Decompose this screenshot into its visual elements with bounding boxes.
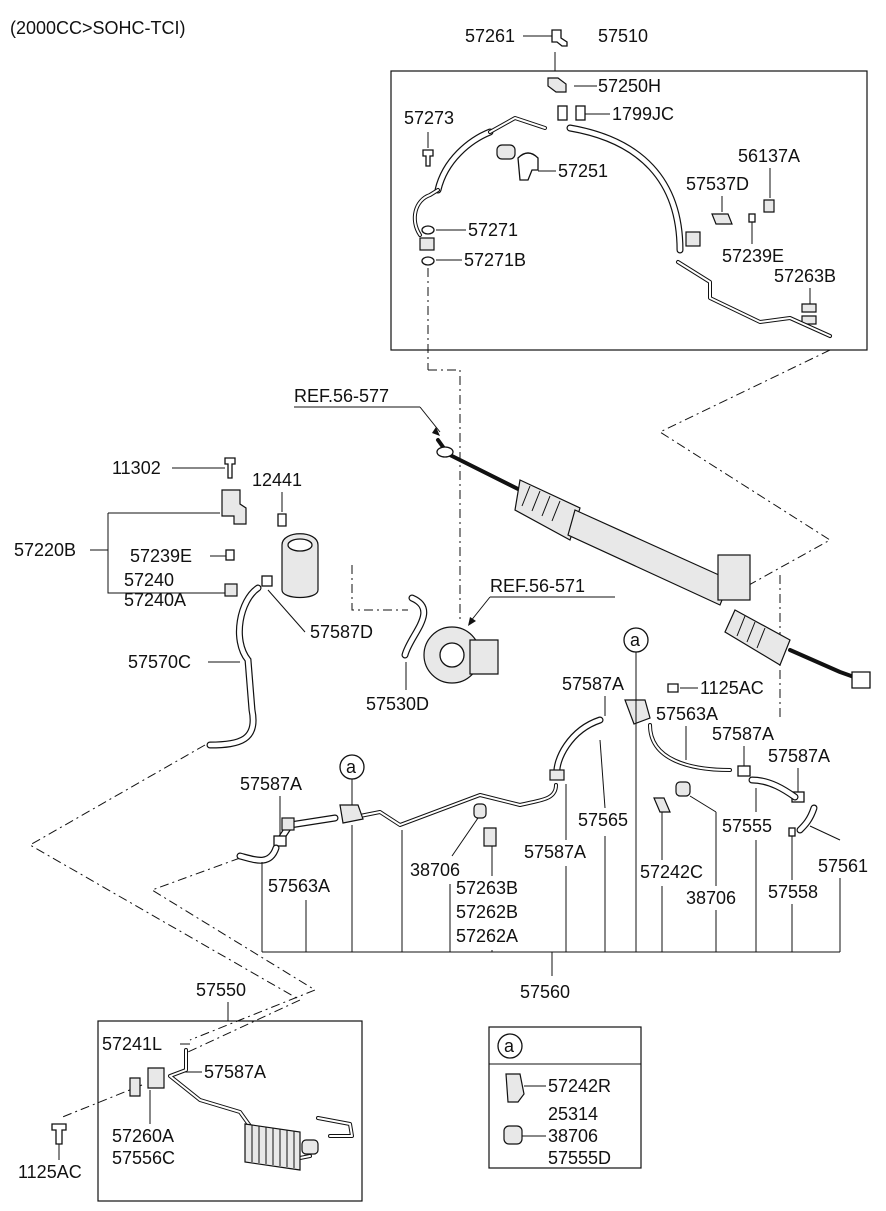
tie-rod-left bbox=[436, 438, 522, 492]
label-57563A-2: 57563A bbox=[268, 876, 330, 896]
label-1125AC-1: 1125AC bbox=[700, 678, 764, 698]
label-57251: 57251 bbox=[558, 161, 608, 181]
label-57537D: 57537D bbox=[686, 174, 749, 194]
pressure-pipe-assembly-box bbox=[390, 70, 868, 351]
nut-56137A bbox=[763, 199, 775, 213]
label-57271B: 57271B bbox=[464, 250, 526, 270]
label-57273: 57273 bbox=[404, 108, 454, 128]
label-38706-2: 38706 bbox=[410, 860, 460, 880]
label-56137A: 56137A bbox=[738, 146, 800, 166]
label-57250H: 57250H bbox=[598, 76, 661, 96]
label-57263B-mid: 57263B bbox=[456, 878, 518, 898]
label-1799JC: 1799JC bbox=[612, 104, 674, 124]
clip-57261 bbox=[551, 29, 568, 47]
clamp-57251 bbox=[517, 152, 539, 181]
label-57242R: 57242R bbox=[548, 1076, 611, 1096]
boot-right bbox=[724, 609, 791, 666]
detail-a-label: a bbox=[504, 1036, 515, 1056]
label-57271: 57271 bbox=[468, 220, 518, 240]
cap-57239E bbox=[225, 549, 235, 561]
ref-circle-a-2-label: a bbox=[346, 757, 357, 777]
clamp-57263B bbox=[801, 303, 817, 325]
oil-cooler-box bbox=[97, 1020, 363, 1202]
bracket-57242R bbox=[505, 1073, 525, 1103]
bracket-a-2 bbox=[339, 804, 364, 824]
label-57262A: 57262A bbox=[456, 926, 518, 946]
label-57239E-top: 57239E bbox=[722, 246, 784, 266]
valve-body bbox=[717, 554, 751, 601]
ref-circle-a-1-label: a bbox=[630, 630, 641, 650]
label-57565: 57565 bbox=[578, 810, 628, 830]
detail-a-circle bbox=[497, 1033, 523, 1059]
boot-left bbox=[514, 479, 581, 541]
label-57530D: 57530D bbox=[366, 694, 429, 714]
label-57587A-6: 57587A bbox=[204, 1062, 266, 1082]
oring-57271 bbox=[421, 225, 435, 235]
label-57240A: 57240A bbox=[124, 590, 186, 610]
label-57260A: 57260A bbox=[112, 1126, 174, 1146]
label-57587A-1: 57587A bbox=[562, 674, 624, 694]
label-38706-3: 38706 bbox=[548, 1126, 598, 1146]
bolt-1125AC-2 bbox=[51, 1123, 67, 1145]
label-57587A-5: 57587A bbox=[240, 774, 302, 794]
grommet-57240 bbox=[224, 583, 238, 597]
bolt-11302 bbox=[224, 457, 236, 479]
bracket-57242C bbox=[653, 797, 671, 813]
engine-spec-header: (2000CC>SOHC-TCI) bbox=[10, 18, 186, 38]
label-57240: 57240 bbox=[124, 570, 174, 590]
tie-rod-end-right bbox=[851, 671, 871, 689]
bolt-12441 bbox=[277, 513, 287, 527]
clamp-57263B-mid bbox=[483, 827, 497, 847]
label-38706-1: 38706 bbox=[686, 888, 736, 908]
label-57561: 57561 bbox=[818, 856, 868, 876]
label-57239E-mid: 57239E bbox=[130, 546, 192, 566]
bolt-57273 bbox=[422, 149, 434, 167]
bracket-57537D bbox=[711, 213, 733, 225]
bracket-57220B bbox=[221, 489, 247, 525]
clamp-57260A bbox=[147, 1067, 165, 1089]
label-12441: 12441 bbox=[252, 470, 302, 490]
grommet-38706-right bbox=[675, 781, 691, 797]
oring-57271B bbox=[421, 256, 435, 266]
label-57563A-1: 57563A bbox=[656, 704, 718, 724]
label-57242C: 57242C bbox=[640, 862, 703, 882]
label-57261: 57261 bbox=[465, 26, 515, 46]
label-57555: 57555 bbox=[722, 816, 772, 836]
bracket-a-1 bbox=[624, 699, 651, 725]
label-1125AC-2: 1125AC bbox=[18, 1162, 82, 1182]
pressure-hose-left bbox=[434, 128, 494, 194]
label-57558: 57558 bbox=[768, 882, 818, 902]
label-57262B: 57262B bbox=[456, 902, 518, 922]
label-57510: 57510 bbox=[598, 26, 648, 46]
label-57587D: 57587D bbox=[310, 622, 373, 642]
label-57263B-top: 57263B bbox=[774, 266, 836, 286]
grommet-38706-detail bbox=[503, 1125, 523, 1145]
label-ref-56-571: REF.56-571 bbox=[490, 576, 585, 596]
label-11302: 11302 bbox=[112, 458, 161, 478]
label-57241L: 57241L bbox=[102, 1034, 162, 1054]
label-57550: 57550 bbox=[196, 980, 246, 1000]
reservoir bbox=[281, 533, 319, 599]
label-57570C: 57570C bbox=[128, 652, 191, 672]
detail-a-box bbox=[488, 1026, 642, 1169]
label-57587A-4: 57587A bbox=[524, 842, 586, 862]
bolt-1125AC-1 bbox=[667, 683, 679, 693]
grommet-38706-left bbox=[473, 803, 487, 819]
grommet-57251 bbox=[496, 144, 516, 160]
label-ref-56-577: REF.56-577 bbox=[294, 386, 389, 406]
reservoir-cap bbox=[287, 538, 313, 552]
label-57220B: 57220B bbox=[14, 540, 76, 560]
label-57556C: 57556C bbox=[112, 1148, 175, 1168]
label-57587A-2: 57587A bbox=[712, 724, 774, 744]
label-57587A-3: 57587A bbox=[768, 746, 830, 766]
bracket-57241L bbox=[129, 1077, 141, 1097]
rack-housing bbox=[567, 509, 731, 606]
label-57555D: 57555D bbox=[548, 1148, 611, 1168]
label-25314: 25314 bbox=[548, 1104, 598, 1124]
label-57560: 57560 bbox=[520, 982, 570, 1002]
bracket-57250H bbox=[547, 77, 567, 93]
